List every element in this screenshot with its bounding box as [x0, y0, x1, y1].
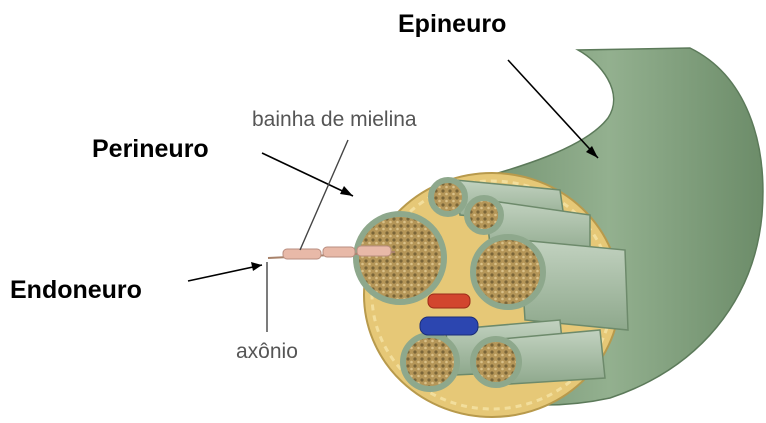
- bainha-label: bainha de mielina: [252, 108, 417, 132]
- epineuro-pointer: [508, 60, 598, 158]
- artery: [428, 294, 470, 308]
- epineuro-label: Epineuro: [398, 10, 506, 39]
- perineuro-arrowhead: [340, 186, 353, 196]
- endoneuro-arrowhead: [251, 262, 262, 271]
- endoneuro-pointer: [188, 265, 262, 281]
- endoneuro-label: Endoneuro: [10, 276, 142, 305]
- perineuro-label: Perineuro: [92, 135, 209, 164]
- bainha-pointer: [300, 140, 348, 250]
- vein: [420, 317, 478, 335]
- axonio-label: axônio: [236, 340, 298, 364]
